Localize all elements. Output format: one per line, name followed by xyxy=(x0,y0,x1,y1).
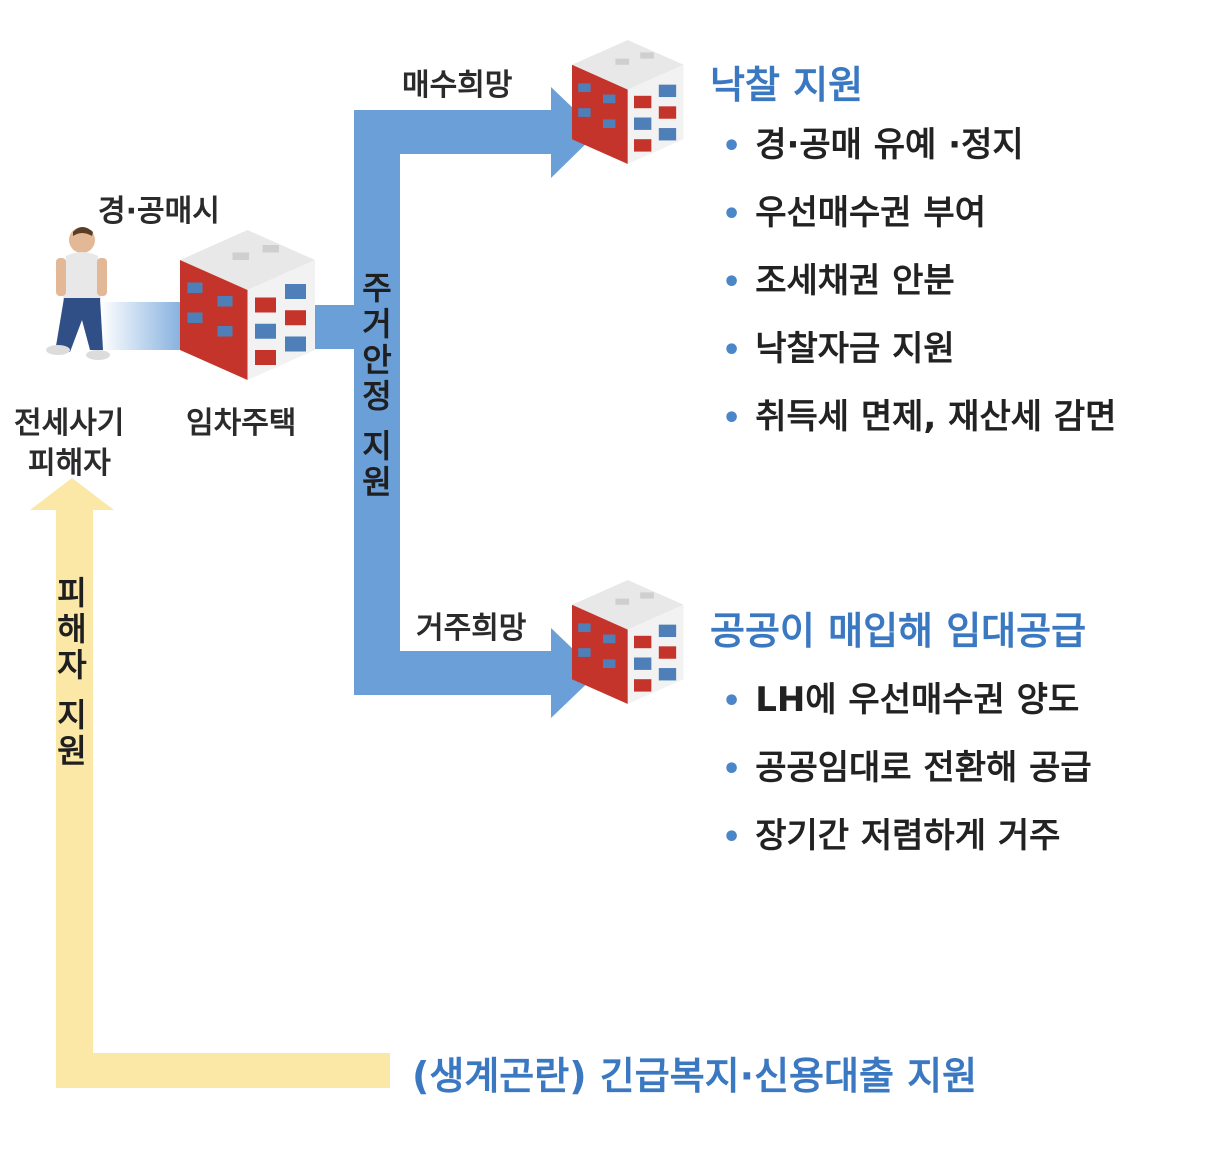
list-item: •장기간 저렴하게 거주 xyxy=(722,816,1061,856)
housing-stability-arrow xyxy=(300,87,598,718)
apartment-building-icon xyxy=(572,40,684,164)
vertical-char: 피 xyxy=(57,574,87,612)
vertical-char: 원 xyxy=(57,732,87,770)
rental-house-label: 임차주택 xyxy=(186,406,297,441)
victim-support-arrow xyxy=(30,478,390,1088)
list-item: •조세채권 안분 xyxy=(722,261,955,301)
apartment-building-icon xyxy=(180,230,315,380)
apartment-building-icon xyxy=(572,580,684,704)
victim-support-vertical-label: 피 해 자 지 원 xyxy=(52,575,92,769)
list-item: •공공임대로 전환해 공급 xyxy=(722,748,1092,788)
vertical-char: 원 xyxy=(362,463,392,501)
public-rental-title: 공공이 매입해 임대공급 xyxy=(710,609,1087,653)
list-item: •낙찰자금 지원 xyxy=(722,329,955,369)
list-item: •경·공매 유예 ·정지 xyxy=(722,125,1024,165)
vertical-char: 안 xyxy=(362,341,392,379)
vertical-char: 자 xyxy=(57,646,87,684)
public-rental-list: •LH에 우선매수권 양도 •공공임대로 전환해 공급 •장기간 저렴하게 거주 xyxy=(722,680,1092,884)
winning-bid-support-list: •경·공매 유예 ·정지 •우선매수권 부여 •조세채권 안분 •낙찰자금 지원… xyxy=(722,125,1116,465)
victim-label-line2: 피해자 xyxy=(28,446,111,481)
winning-bid-support-title: 낙찰 지원 xyxy=(710,63,864,107)
person-house-connector xyxy=(100,302,190,350)
person-icon xyxy=(46,227,110,360)
residence-wish-label: 거주희망 xyxy=(416,611,527,646)
housing-stability-vertical-label: 주 거 안 정 지 원 xyxy=(357,270,397,500)
list-item: •우선매수권 부여 xyxy=(722,193,986,233)
list-item: •LH에 우선매수권 양도 xyxy=(722,680,1080,720)
vertical-char: 지 xyxy=(57,696,87,734)
vertical-char: 해 xyxy=(57,610,87,648)
victim-label-line1: 전세사기 xyxy=(14,406,125,441)
list-item: •취득세 면제, 재산세 감면 xyxy=(722,397,1117,437)
vertical-char: 지 xyxy=(362,427,392,465)
auction-situation-label: 경·공매시 xyxy=(98,194,220,229)
vertical-char: 거 xyxy=(362,305,392,343)
purchase-wish-label: 매수희망 xyxy=(402,68,513,103)
emergency-welfare-note: (생계곤란) 긴급복지·신용대출 지원 xyxy=(412,1054,978,1098)
vertical-char: 정 xyxy=(362,377,392,415)
vertical-char: 주 xyxy=(362,269,392,307)
